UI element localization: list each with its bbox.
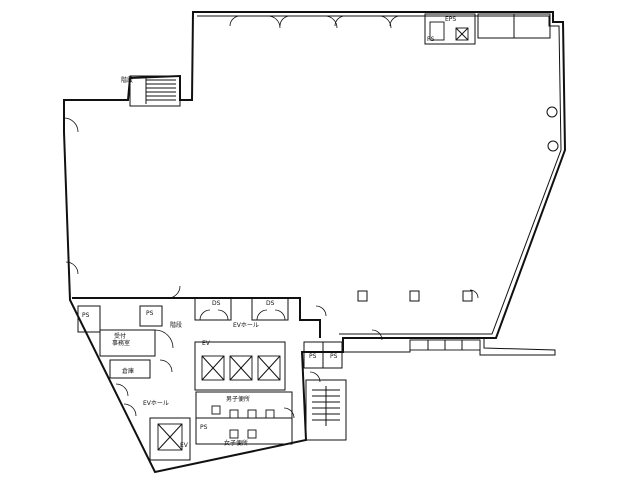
label-storage: 倉庫 xyxy=(122,368,135,375)
label-ev-car: EV xyxy=(180,442,188,449)
label-stair-top: 階段 xyxy=(121,77,134,84)
door-arc-3 xyxy=(378,15,392,29)
label-reception-sub: 事務室 xyxy=(112,340,131,347)
label-shaft-a: DS xyxy=(212,300,221,307)
elevator-cars xyxy=(201,355,281,381)
column-square-3 xyxy=(462,290,473,302)
label-stair-left: 階段 xyxy=(170,322,183,329)
column-round-1 xyxy=(546,106,558,118)
room-ps-small xyxy=(139,305,163,327)
column-square-1 xyxy=(357,290,368,302)
door-arc-left-mid xyxy=(65,261,79,275)
ps-box-top xyxy=(429,21,445,41)
label-wc-left: PS xyxy=(200,424,208,431)
label-eps-top: EPS xyxy=(445,16,457,23)
label-mens-wc: 男子便所 xyxy=(226,396,251,403)
stair-treads-right xyxy=(312,386,340,426)
door-arc-left-top xyxy=(63,117,79,133)
core-partition xyxy=(72,297,321,338)
door-arc-1 xyxy=(267,15,281,29)
inner-wall xyxy=(197,15,562,335)
stair-block-top xyxy=(129,75,181,107)
label-elevator-hall-left: EVホール xyxy=(143,400,169,407)
label-ps-small: PS xyxy=(146,310,154,317)
column-round-2 xyxy=(547,140,559,152)
outer-wall xyxy=(63,11,567,474)
storage-room xyxy=(109,359,151,379)
door-arc-2 xyxy=(324,15,338,29)
eps-room-top xyxy=(424,13,476,45)
label-shaft-b: DS xyxy=(266,300,275,307)
shaft-a xyxy=(194,297,232,321)
label-ps-top: PS xyxy=(427,36,435,43)
label-womens-wc: 女子便所 xyxy=(224,440,249,447)
column-square-2 xyxy=(409,290,420,302)
stair-block-right xyxy=(305,379,347,441)
label-ps-mid: PS xyxy=(309,353,317,360)
label-hall-right: EV xyxy=(202,340,210,347)
room-ps-left xyxy=(77,305,101,333)
lower-elevator xyxy=(149,417,191,461)
label-reception-title: 受付 xyxy=(114,333,127,340)
elevator-bank xyxy=(194,341,286,391)
annex-windows xyxy=(409,339,481,351)
toilet-fixtures xyxy=(211,405,275,439)
label-elevator-hall: EVホール xyxy=(233,322,259,329)
stair-treads-top xyxy=(145,76,176,104)
reception-room xyxy=(99,329,156,357)
shaft-b xyxy=(251,297,289,321)
label-shaft-left: PS xyxy=(82,312,90,319)
label-ps-right: PS xyxy=(330,353,338,360)
